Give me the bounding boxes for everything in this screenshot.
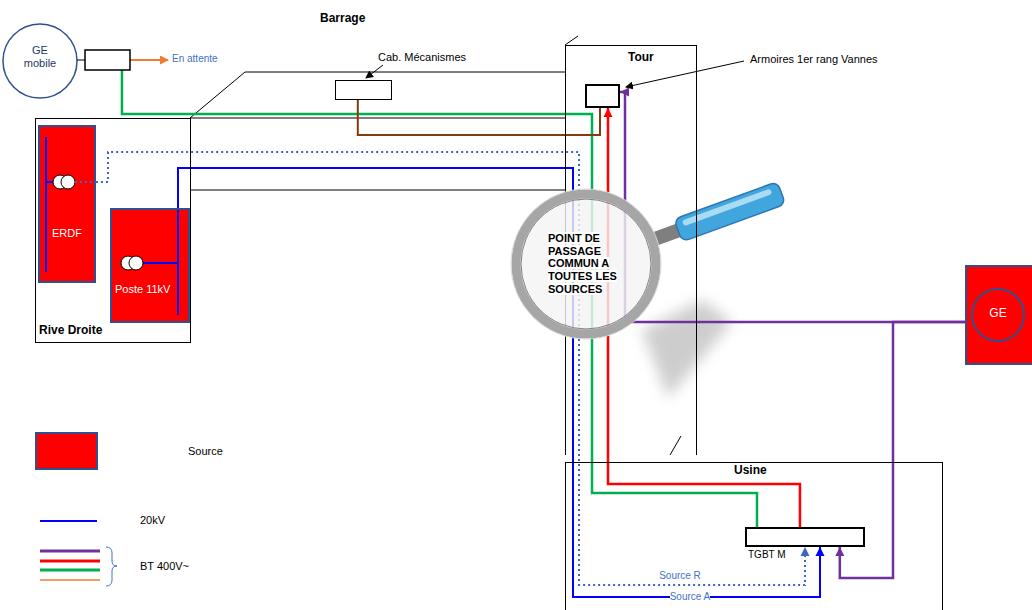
shape-part xyxy=(511,189,661,339)
shape-part xyxy=(75,181,96,183)
tower-region-text-box: Tour xyxy=(628,51,654,65)
bank-region-text: Rive Droite xyxy=(39,323,102,337)
legend-line-sample xyxy=(40,550,100,553)
break-mark xyxy=(670,436,681,455)
leader-line xyxy=(366,65,383,78)
generator-source-text: GE xyxy=(989,306,1006,320)
legend-line-sample xyxy=(40,560,100,563)
dam-edge xyxy=(190,118,565,119)
shape-part xyxy=(46,181,53,183)
power-cable xyxy=(620,88,965,323)
tower-edge xyxy=(565,36,578,45)
shape-part xyxy=(972,289,1024,341)
cable-label-text: Source A xyxy=(670,591,711,602)
power-cable xyxy=(96,152,810,585)
shape-part xyxy=(3,24,77,98)
shape-part xyxy=(129,256,143,270)
power-cable xyxy=(122,70,757,527)
shape-part xyxy=(85,50,130,70)
cable-line xyxy=(122,70,757,527)
lens-shadow xyxy=(642,300,732,398)
shape-part xyxy=(45,137,47,272)
dam-edge xyxy=(190,190,565,191)
magnifier-lens-text-box: POINT DE PASSAGE COMMUN A TOUTES LES SOU… xyxy=(548,232,628,295)
legend-entry-text-box: 20kV xyxy=(140,514,165,527)
grid-source-shape xyxy=(40,127,94,281)
standby-note-text: En attente xyxy=(172,53,218,64)
substation-source: Poste 11kV xyxy=(110,208,190,323)
arrowhead xyxy=(801,547,810,556)
cable-line xyxy=(620,92,965,322)
mechanism-cabinet: Cab. Mécanismes xyxy=(335,80,392,100)
handle-highlight xyxy=(682,188,772,226)
shape-part xyxy=(516,194,656,334)
legend-entry-text-box: BT 400V~ xyxy=(140,560,189,573)
legend-line-sample xyxy=(40,579,100,581)
tower-region-text: Tour xyxy=(628,50,654,64)
structure-title-text: Barrage xyxy=(320,11,365,25)
shape-part xyxy=(143,262,178,264)
shape-part xyxy=(61,175,75,189)
cable-line xyxy=(96,152,805,585)
mobile-generator-text: GE mobile xyxy=(24,44,56,69)
plant-region-text: Usine xyxy=(734,463,767,477)
cable-line xyxy=(178,168,820,597)
dam-edge xyxy=(190,72,245,118)
power-cable xyxy=(358,100,600,135)
arrowhead xyxy=(816,547,825,556)
mobile-generator: GE mobile xyxy=(0,22,132,100)
cable-label-text: Source R xyxy=(659,570,701,581)
cable-line xyxy=(358,100,600,135)
magnifier-handle xyxy=(646,182,786,252)
cable-label-text-box: Source R xyxy=(659,570,701,582)
mechanism-cabinet-text-box: Cab. Mécanismes xyxy=(378,51,466,64)
grid-source-text: ERDF xyxy=(52,227,82,239)
generator-source-text-box: GE xyxy=(980,307,1016,321)
legend-swatch xyxy=(35,432,98,470)
grid-source: ERDF xyxy=(38,125,96,283)
generator-source: GE xyxy=(965,265,1032,365)
standby-arrow xyxy=(130,59,168,61)
bank-region: Rive Droite ERDF Poste 11kV xyxy=(35,118,191,343)
plant-region-text-box: Usine xyxy=(734,464,767,478)
arrowhead xyxy=(620,88,629,97)
valve-cabinet-text: Armoires 1er rang Vannes xyxy=(750,53,878,65)
power-cable xyxy=(178,168,825,597)
standby-note-text-box: En attente xyxy=(172,53,218,65)
substation-source-text: Poste 11kV xyxy=(115,283,170,295)
mobile-generator-text-box: GE mobile xyxy=(20,44,60,69)
legend-entry-text: Source xyxy=(188,445,223,457)
structure-title-text-box: Barrage xyxy=(320,12,365,26)
valve-cabinet-text-box: Armoires 1er rang Vannes xyxy=(750,53,878,66)
magnifier-lens: POINT DE PASSAGE COMMUN A TOUTES LES SOU… xyxy=(510,188,662,340)
valve-cabinet: Armoires 1er rang Vannes xyxy=(585,84,620,108)
shape-part xyxy=(77,60,85,61)
legend-entry-text: BT 400V~ xyxy=(140,560,189,572)
dam-edge xyxy=(245,72,565,73)
arrowhead xyxy=(604,108,613,117)
plant-region: UsineTGBT M xyxy=(565,462,943,610)
substation-source-shape xyxy=(112,210,188,321)
arrowhead xyxy=(835,547,844,556)
leader-line xyxy=(626,61,744,87)
shape-part xyxy=(521,199,651,329)
handle-grip xyxy=(674,182,786,242)
grid-source-text-box: ERDF xyxy=(52,227,82,240)
mobile-generator-shape xyxy=(0,22,132,100)
legend-entry-text-box: Source xyxy=(188,445,223,458)
legend-line-sample xyxy=(40,569,100,572)
legend-entry-text: 20kV xyxy=(140,514,165,526)
legend-line-sample xyxy=(40,520,97,522)
main-switchboard-text: TGBT M xyxy=(748,549,786,560)
mechanism-cabinet-text: Cab. Mécanismes xyxy=(378,51,466,63)
cable-label-text-box: Source A xyxy=(670,591,711,603)
legend-bracket xyxy=(106,547,117,586)
main-switchboard: TGBT M xyxy=(745,527,865,547)
main-switchboard-text-box: TGBT M xyxy=(748,549,786,561)
bank-region-text-box: Rive Droite xyxy=(39,324,102,338)
magnifier-lens-text: POINT DE PASSAGE COMMUN A TOUTES LES SOU… xyxy=(548,232,617,295)
substation-source-text-box: Poste 11kV xyxy=(115,283,170,296)
